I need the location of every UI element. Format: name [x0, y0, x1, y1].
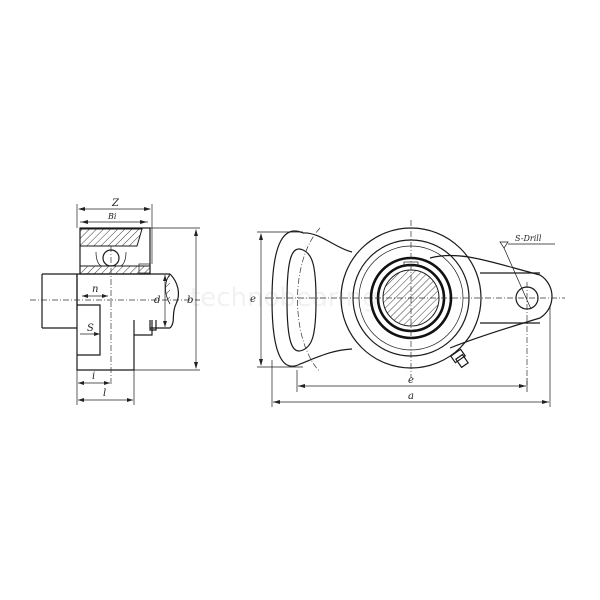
dim-label-a: a: [408, 391, 414, 402]
shaft-break: [169, 273, 180, 329]
drill-label: S-Drill: [515, 234, 542, 243]
dim-label-e-horizontal: e: [408, 375, 414, 386]
dim-label-n: n: [92, 284, 98, 295]
flange-outline: [271, 230, 553, 367]
dim-label-bi: Bi: [107, 212, 117, 221]
dim-label-z: Z: [111, 198, 120, 209]
grease-nipple-icon: [449, 348, 469, 369]
set-screw: [138, 263, 151, 274]
adjustment-slot: [286, 248, 317, 352]
dim-label-b: b: [187, 295, 193, 306]
outer-ring-section: [79, 228, 143, 247]
dim-label-i: i: [92, 371, 95, 382]
dim-label-d: d: [154, 295, 160, 306]
dim-label-s: S: [87, 323, 94, 334]
dim-label-l: l: [103, 388, 106, 399]
dim-label-e-vertical: e: [250, 294, 256, 305]
housing-outline: [76, 274, 153, 371]
surface-finish-icon: [499, 241, 509, 249]
side-view: Z Bi b d n S i: [30, 198, 200, 405]
front-view: e e a S-Drill: [250, 220, 565, 407]
